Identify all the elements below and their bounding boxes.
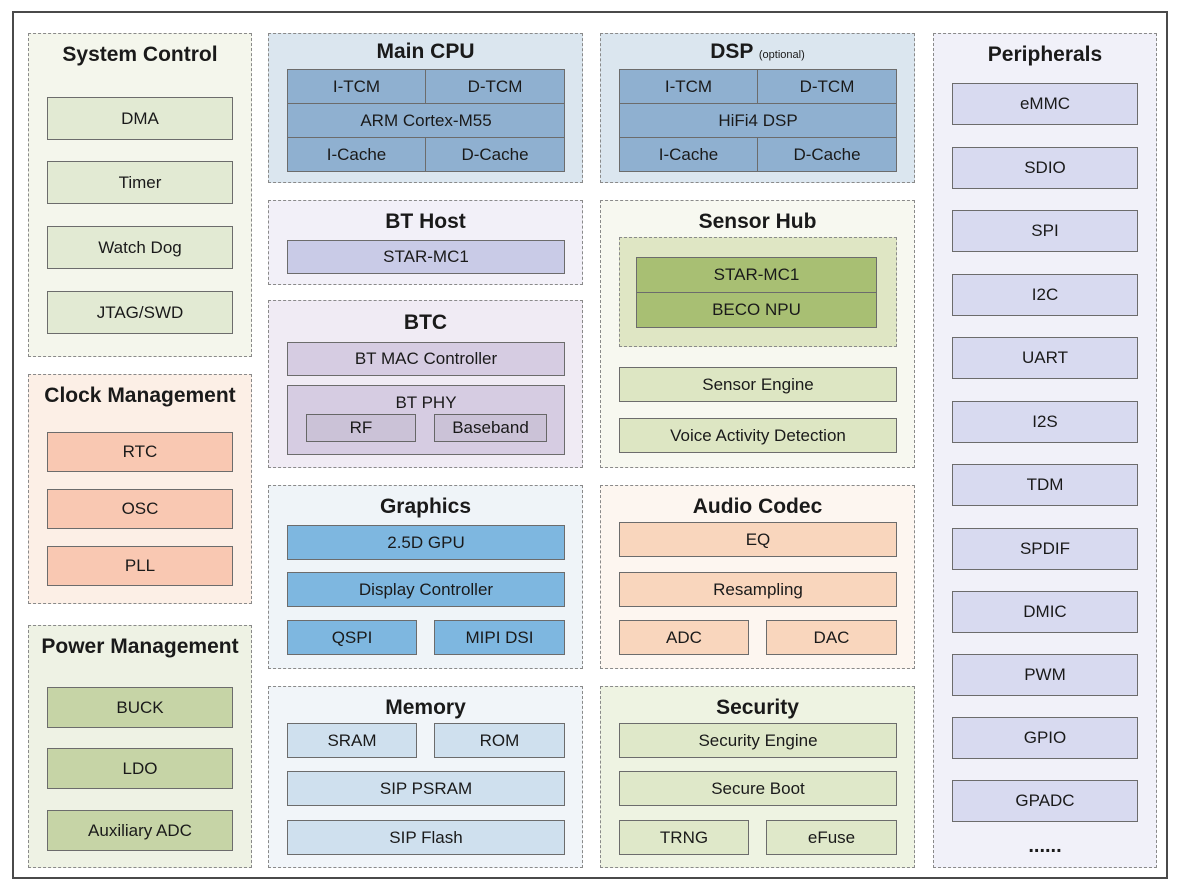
sensor-hub-core-block: STAR-MC1 [636,257,877,293]
graphics-title: Graphics [379,495,472,518]
sip-psram-block: SIP PSRAM [287,771,565,806]
trng-block: TRNG [619,820,749,855]
dsp-title: DSP (optional) [601,40,914,67]
diagram-frame [12,11,1168,879]
graphics-group: Graphics 2.5D GPU Display Controller QSP… [268,485,583,669]
audio-codec-group: Audio Codec EQ Resampling ADC DAC [600,485,915,669]
mipi-dsi-block: MIPI DSI [434,620,565,655]
cpu-dtcm-block: D-TCM [425,69,565,104]
bt-host-title: BT Host [385,210,466,233]
audio-codec-title: Audio Codec [692,495,823,518]
rtc-block: RTC [47,432,233,472]
peripheral-spi: SPI [952,210,1138,252]
dac-block: DAC [766,620,897,655]
dsp-optional-note: (optional) [758,49,805,61]
dsp-dtcm-block: D-TCM [757,69,897,104]
sram-block: SRAM [287,723,417,758]
peripheral-uart: UART [952,337,1138,379]
memory-group: Memory SRAM ROM SIP PSRAM SIP Flash [268,686,583,868]
peripheral-sdio: SDIO [952,147,1138,189]
security-group: Security Security Engine Secure Boot TRN… [600,686,915,868]
cpu-core-block: ARM Cortex-M55 [287,103,565,138]
beco-npu-block: BECO NPU [636,292,877,328]
osc-block: OSC [47,489,233,529]
dma-block: DMA [47,97,233,140]
memory-title: Memory [385,696,466,719]
watchdog-block: Watch Dog [47,226,233,269]
clock-management-title: Clock Management [44,384,236,407]
dsp-title-text: DSP [710,40,754,63]
jtag-swd-block: JTAG/SWD [47,291,233,334]
peripheral-dmic: DMIC [952,591,1138,633]
cpu-itcm-block: I-TCM [287,69,426,104]
sensor-engine-block: Sensor Engine [619,367,897,402]
buck-block: BUCK [47,687,233,728]
adc-block: ADC [619,620,749,655]
peripheral-gpio: GPIO [952,717,1138,759]
baseband-block: Baseband [434,414,547,442]
dsp-itcm-block: I-TCM [619,69,758,104]
security-engine-block: Security Engine [619,723,897,758]
main-cpu-group: Main CPU I-TCM D-TCM ARM Cortex-M55 I-Ca… [268,33,583,183]
dsp-icache-block: I-Cache [619,137,758,172]
sip-flash-block: SIP Flash [287,820,565,855]
auxiliary-adc-block: Auxiliary ADC [47,810,233,851]
security-title: Security [716,696,799,719]
btc-group: BTC BT MAC Controller BT PHY RF Baseband [268,300,583,468]
display-controller-block: Display Controller [287,572,565,607]
bt-mac-controller-block: BT MAC Controller [287,342,565,376]
timer-block: Timer [47,161,233,204]
peripheral-i2s: I2S [952,401,1138,443]
bt-phy-label: BT PHY [395,393,457,412]
gpu-block: 2.5D GPU [287,525,565,560]
peripheral-pwm: PWM [952,654,1138,696]
efuse-block: eFuse [766,820,897,855]
eq-block: EQ [619,522,897,557]
btc-title: BTC [403,311,448,334]
power-management-title: Power Management [41,635,239,658]
system-control-title: System Control [62,43,218,66]
peripheral-emmc: eMMC [952,83,1138,125]
bt-host-group: BT Host STAR-MC1 [268,200,583,285]
sensor-hub-core-cluster: STAR-MC1 BECO NPU [619,237,897,347]
cpu-icache-block: I-Cache [287,137,426,172]
sensor-hub-group: Sensor Hub STAR-MC1 BECO NPU Sensor Engi… [600,200,915,468]
main-cpu-title: Main CPU [376,40,475,63]
ldo-block: LDO [47,748,233,789]
power-management-group: Power Management BUCK LDO Auxiliary ADC [28,625,252,868]
peripherals-group: Peripherals eMMC SDIO SPI I2C UART I2S T… [933,33,1157,868]
peripherals-more: ...... [1028,835,1062,857]
bt-host-core-block: STAR-MC1 [287,240,565,274]
dsp-dcache-block: D-Cache [757,137,897,172]
sensor-hub-title: Sensor Hub [698,210,817,233]
pll-block: PLL [47,546,233,586]
voice-activity-detection-block: Voice Activity Detection [619,418,897,453]
peripheral-gpadc: GPADC [952,780,1138,822]
resampling-block: Resampling [619,572,897,607]
clock-management-group: Clock Management RTC OSC PLL [28,374,252,604]
peripheral-i2c: I2C [952,274,1138,316]
dsp-group: DSP (optional) I-TCM D-TCM HiFi4 DSP I-C… [600,33,915,183]
dsp-core-block: HiFi4 DSP [619,103,897,138]
peripheral-tdm: TDM [952,464,1138,506]
system-control-group: System Control DMA Timer Watch Dog JTAG/… [28,33,252,357]
cpu-dcache-block: D-Cache [425,137,565,172]
secure-boot-block: Secure Boot [619,771,897,806]
peripheral-spdif: SPDIF [952,528,1138,570]
rom-block: ROM [434,723,565,758]
peripherals-title: Peripherals [987,43,1103,66]
qspi-block: QSPI [287,620,417,655]
rf-block: RF [306,414,416,442]
